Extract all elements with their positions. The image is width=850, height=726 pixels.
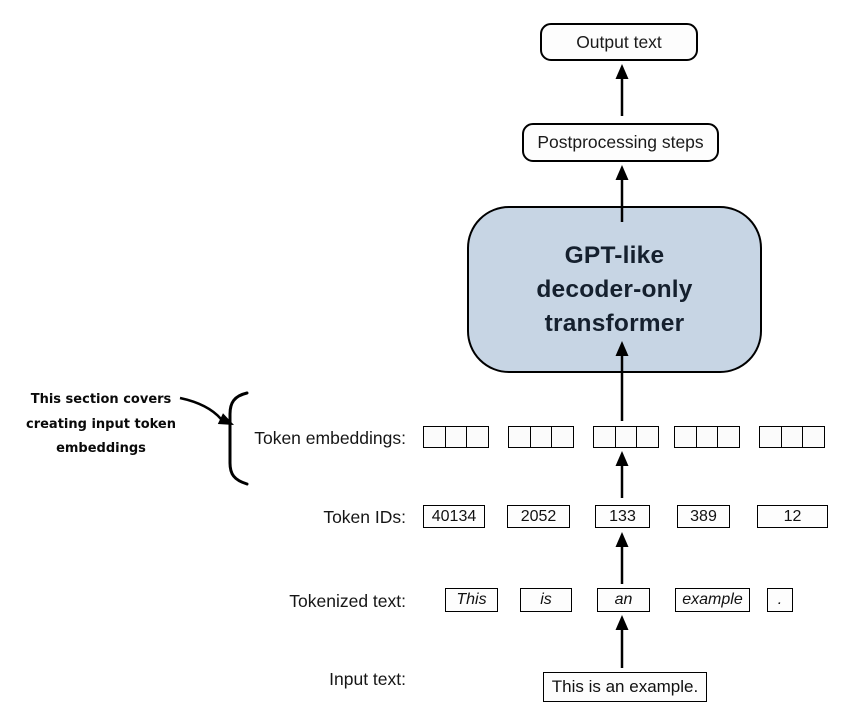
token-box-2: is [520, 588, 572, 612]
embedding-cell [636, 426, 659, 448]
token-box-4: example [675, 588, 750, 612]
embedding-cell [802, 426, 825, 448]
flow-arrow-head [615, 615, 629, 630]
input-text-label: Input text: [329, 669, 406, 689]
embedding-cell [423, 426, 446, 448]
annotation-arrow-line [179, 396, 222, 420]
flow-arrow-head [615, 532, 629, 547]
flow-arrow-head [615, 165, 629, 180]
token-embeddings-label: Token embeddings: [254, 428, 406, 448]
token-id-box-2: 2052 [507, 505, 570, 528]
transformer-box: GPT-like decoder-only transformer [467, 206, 762, 373]
token-id-box-3: 133 [595, 505, 650, 528]
embedding-group-3 [593, 426, 659, 448]
flow-arrow-head [615, 451, 629, 466]
embedding-cell [695, 426, 719, 448]
output-text-label: Output text [576, 31, 662, 52]
annotation-line-2: creating input token [26, 416, 176, 432]
flow-arrow-head [615, 64, 629, 79]
transformer-line-2: decoder-only [536, 275, 693, 303]
embedding-group-5 [759, 426, 825, 448]
token-id-box-5: 12 [757, 505, 828, 528]
embedding-cell [614, 426, 638, 448]
annotation-line-3: embeddings [56, 441, 146, 456]
token-id-box-4: 389 [677, 505, 730, 528]
transformer-line-1: GPT-like [564, 241, 665, 269]
embedding-cell [674, 426, 697, 448]
annotation-line-1: This section covers [30, 392, 172, 407]
annotation-arrow-head [217, 413, 234, 425]
tokenized-text-label: Tokenized text: [289, 591, 406, 611]
postprocessing-box: Postprocessing steps [522, 123, 719, 162]
embedding-cell [508, 426, 531, 448]
token-box-1: This [445, 588, 498, 612]
embedding-group-4 [674, 426, 740, 448]
token-box-5: . [767, 588, 793, 612]
embedding-cell [551, 426, 574, 448]
embedding-group-1 [423, 426, 489, 448]
postprocessing-label: Postprocessing steps [537, 132, 704, 152]
embedding-cell [759, 426, 782, 448]
output-text-box: Output text [540, 23, 698, 61]
embedding-cell [466, 426, 489, 448]
transformer-line-3: transformer [544, 309, 685, 337]
embedding-group-2 [508, 426, 574, 448]
input-text-box: This is an example. [543, 672, 707, 702]
token-ids-label: Token IDs: [323, 507, 406, 527]
embedding-cell [717, 426, 740, 448]
section-annotation: This section covers creating input token… [16, 388, 186, 462]
token-id-box-1: 40134 [423, 505, 485, 528]
embedding-cell [529, 426, 553, 448]
embedding-cell [780, 426, 804, 448]
token-box-3: an [597, 588, 650, 612]
embedding-cell [444, 426, 468, 448]
embedding-cell [593, 426, 616, 448]
